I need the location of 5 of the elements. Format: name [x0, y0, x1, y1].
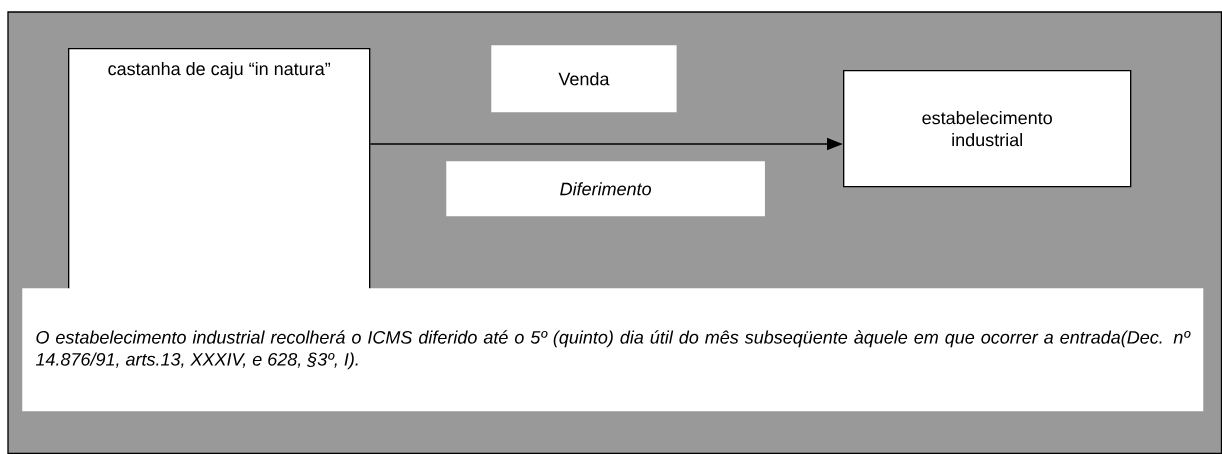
process-box: castanha de caju “in natura” — [68, 48, 371, 310]
note-box: O estabelecimento industrial recolherá o ICMS diferido até o 5º (quinto) dia útil do mês subseqüente àquele em que ocorrer a entrada(Dec. nº 14.876/91, arts.13, XXXIV, e 628, §3º, I). — [22, 288, 1204, 412]
label-box: Diferimento — [446, 161, 765, 217]
label-box: Venda — [491, 45, 677, 113]
process-box: estabelecimento industrial — [843, 70, 1132, 188]
